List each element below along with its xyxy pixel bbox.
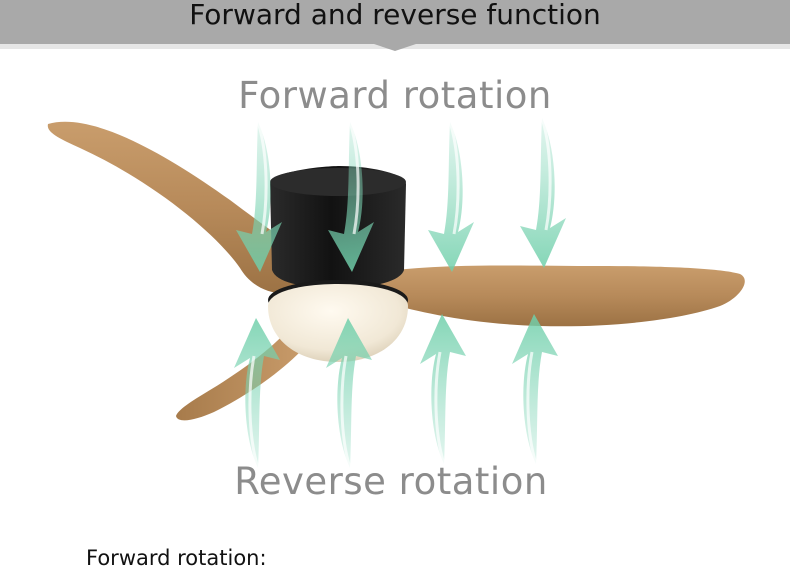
fan-blade-right	[357, 265, 745, 327]
forward-rotation-caption: Forward rotation:	[86, 546, 267, 570]
airflow-arrow-down-icon	[518, 116, 568, 270]
airflow-arrow-up-icon	[510, 312, 560, 466]
motor-housing	[270, 166, 406, 288]
airflow-arrow-down-icon	[426, 120, 476, 274]
header-banner: Forward and reverse function	[0, 0, 790, 44]
airflow-arrow-up-icon	[418, 312, 468, 466]
reverse-rotation-label: Reverse rotation	[234, 460, 548, 503]
banner-pointer	[371, 43, 419, 51]
banner-title: Forward and reverse function	[189, 0, 601, 31]
forward-rotation-label: Forward rotation	[238, 74, 552, 117]
motor-top	[270, 168, 406, 196]
light-dome	[268, 284, 408, 362]
